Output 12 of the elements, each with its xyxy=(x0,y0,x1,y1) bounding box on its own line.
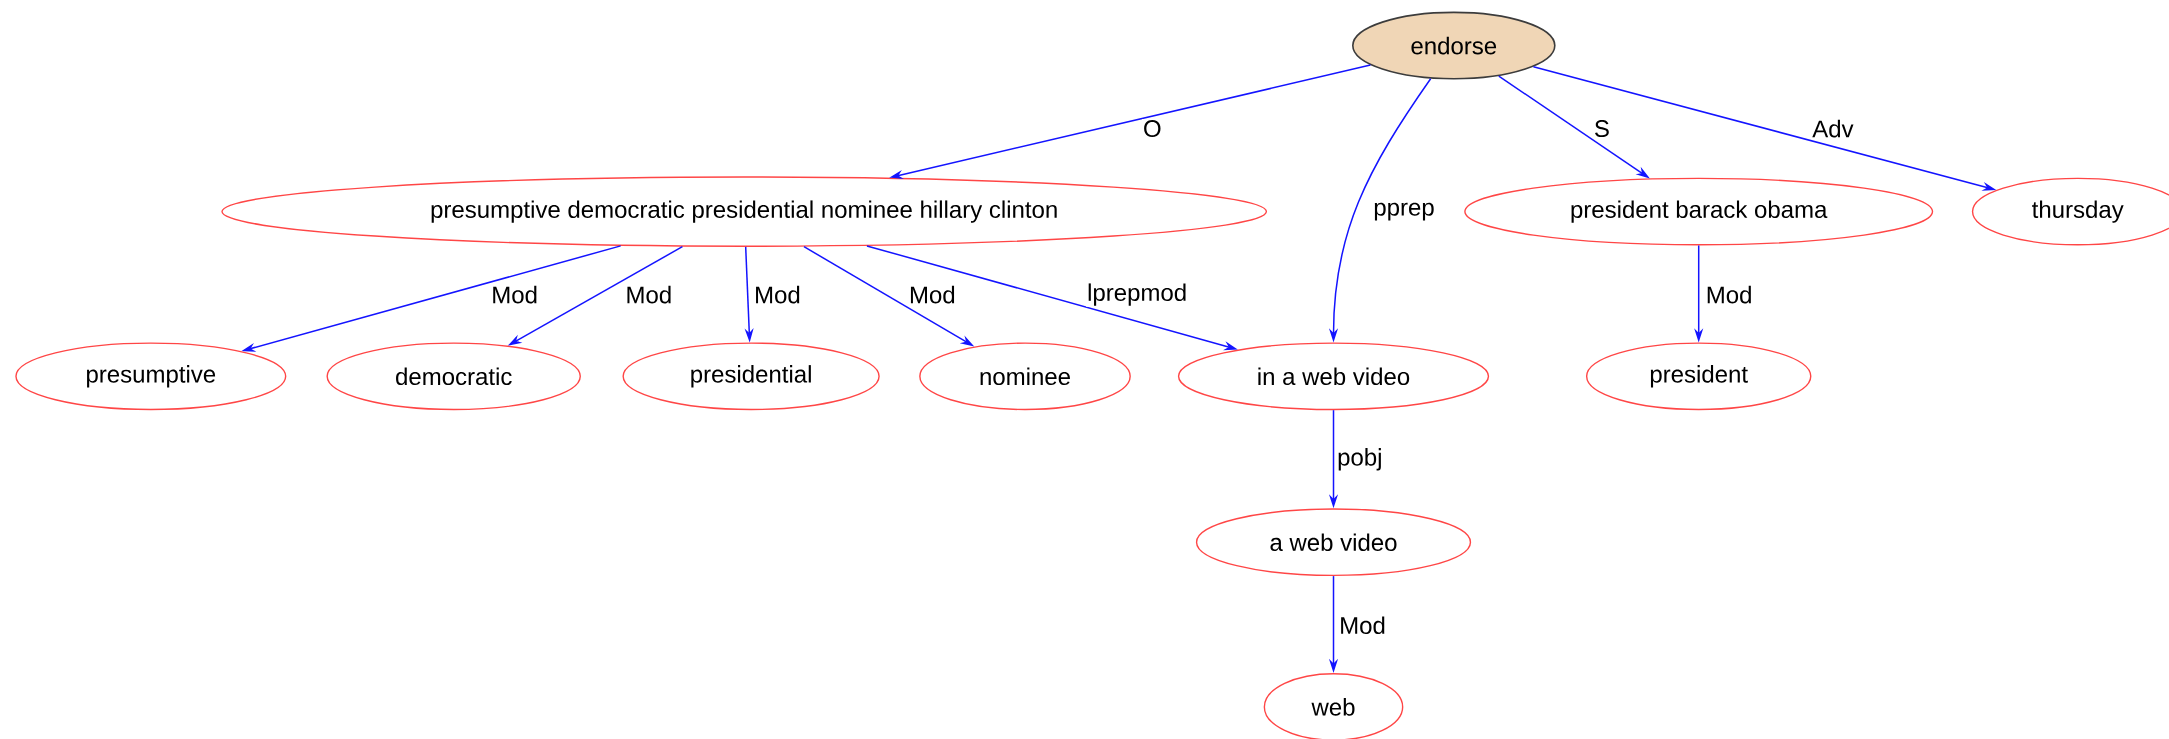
edge-label: Mod xyxy=(624,284,674,305)
edge-label: O xyxy=(1142,119,1163,139)
edge-label: Mod xyxy=(490,284,539,305)
edge-label: Mod xyxy=(1704,284,1754,305)
edge-label: pobj xyxy=(1336,447,1384,472)
edge-label: S xyxy=(1592,119,1611,139)
edge-label: Mod xyxy=(753,284,802,305)
edge-label: Mod xyxy=(1338,615,1387,635)
edge-label: Mod xyxy=(907,284,957,305)
edge-label: pprep xyxy=(1372,201,1436,222)
edge-label: lprepmod xyxy=(1086,282,1189,307)
edge-label: Adv xyxy=(1811,118,1855,139)
